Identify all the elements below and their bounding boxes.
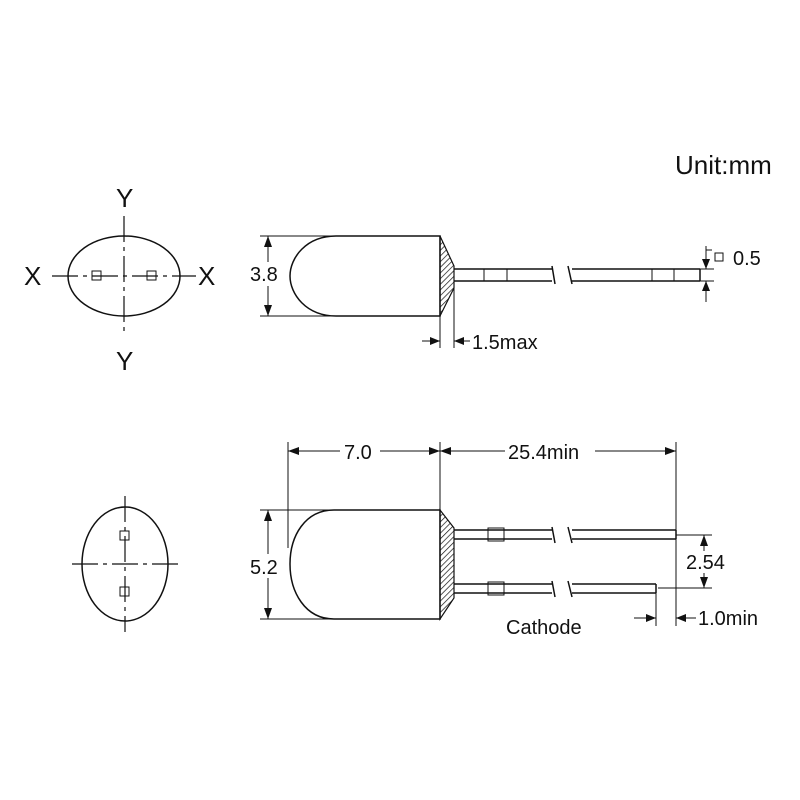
axis-y-top: Y bbox=[116, 183, 133, 213]
top-front-view: Y Y X X bbox=[24, 183, 215, 376]
axis-y-bottom: Y bbox=[116, 346, 133, 376]
dim-lead-0-5: 0.5 bbox=[700, 246, 761, 302]
pitch-2-54-label: 2.54 bbox=[686, 552, 725, 574]
axis-x-right: X bbox=[198, 261, 215, 291]
dim-diameter-3-8: 3.8 bbox=[249, 235, 336, 317]
dim-flange-1-5max: 1.5max bbox=[422, 288, 538, 354]
top-lead-break-1 bbox=[551, 265, 556, 285]
diameter-3-8-label: 3.8 bbox=[250, 264, 278, 286]
dim-diameter-5-2: 5.2 bbox=[249, 509, 334, 620]
top-side-view bbox=[289, 235, 701, 317]
bottom-side-body bbox=[289, 509, 441, 620]
diameter-5-2-label: 5.2 bbox=[250, 557, 278, 579]
length-7-0-label: 7.0 bbox=[344, 442, 372, 464]
bottom-front-chip-bottom bbox=[119, 586, 130, 597]
bottom-front-view bbox=[72, 496, 180, 632]
bottom-front-chip-top bbox=[119, 530, 130, 541]
axis-x-left: X bbox=[24, 261, 41, 291]
bottom-side-view bbox=[289, 508, 677, 621]
dim-pitch-2-54: 2.54 bbox=[658, 534, 728, 589]
unit-label: Unit:mm bbox=[675, 150, 772, 180]
top-front-chip-right bbox=[146, 270, 157, 281]
bottom-side-flange-hatch bbox=[439, 508, 455, 621]
top-side-body bbox=[289, 235, 441, 317]
lower-lead-kink bbox=[487, 581, 505, 596]
top-lead-break-2 bbox=[567, 265, 573, 285]
lead-square-symbol bbox=[714, 252, 724, 262]
dim-length-7-0: 7.0 bbox=[287, 440, 441, 548]
lead-diff-1-0min-label: 1.0min bbox=[698, 608, 758, 630]
flange-1-5max-label: 1.5max bbox=[472, 332, 538, 354]
lead-length-25-4min-label: 25.4min bbox=[508, 442, 579, 464]
dim-lead-diff-1-0min: 1.0min bbox=[634, 539, 758, 630]
lead-0-5-label: 0.5 bbox=[733, 248, 761, 270]
top-side-flange-hatch bbox=[439, 235, 455, 317]
upper-lead-kink bbox=[487, 527, 505, 542]
top-front-chip-left bbox=[91, 270, 102, 281]
cathode-label: Cathode bbox=[506, 617, 582, 639]
dim-lead-length-25-4min: 25.4min bbox=[440, 440, 677, 530]
